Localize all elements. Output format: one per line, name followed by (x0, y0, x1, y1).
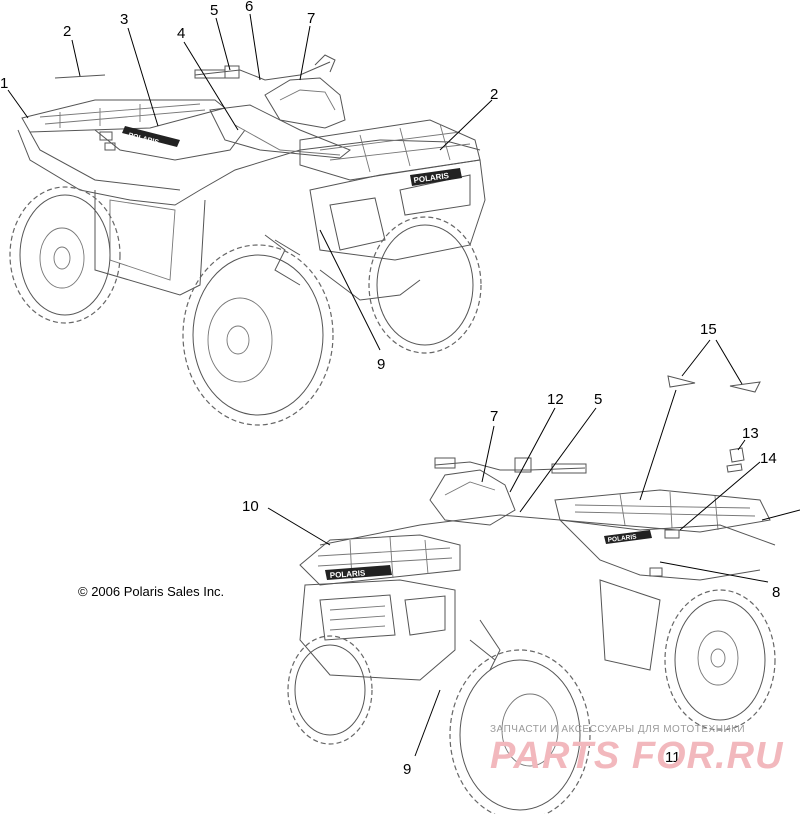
callout-1-top: 1 (0, 75, 8, 92)
callout-13: 13 (742, 425, 759, 442)
atv-bottom-illustration: POLARIS POLARIS (287, 375, 776, 819)
callout-7-bottom: 7 (490, 408, 498, 425)
callout-6-top: 6 (245, 0, 253, 15)
callout-12: 12 (547, 391, 564, 408)
callout-14: 14 (760, 450, 777, 467)
watermark: ЗАПЧАСТИ И АКСЕССУАРЫ ДЛЯ МОТОТЕХНИКИ PA… (490, 724, 784, 777)
callout-4-top: 4 (177, 25, 185, 42)
callout-2-top-left: 2 (63, 23, 71, 40)
callout-7-top: 7 (307, 10, 315, 27)
callout-8: 8 (772, 584, 780, 601)
callout-9-top: 9 (377, 356, 385, 373)
watermark-tagline: ЗАПЧАСТИ И АКСЕССУАРЫ ДЛЯ МОТОТЕХНИКИ (490, 724, 745, 735)
callout-15: 15 (700, 321, 717, 338)
watermark-brand: PARTS FOR.RU (490, 735, 784, 777)
callout-5-bottom: 5 (594, 391, 602, 408)
callout-10: 10 (242, 498, 259, 515)
callout-9-bottom: 9 (403, 761, 411, 778)
front-decal-text-bottom: POLARIS (330, 568, 367, 580)
callout-2-top-right: 2 (490, 86, 498, 103)
side-decal-text-bottom: POLARIS (607, 533, 637, 544)
callout-3-top: 3 (120, 11, 128, 28)
callout-5-top: 5 (210, 2, 218, 19)
copyright-text: © 2006 Polaris Sales Inc. (78, 584, 224, 599)
callout-11: 11 (665, 749, 681, 766)
atv-top-illustration: POLARIS POLARIS (9, 54, 486, 426)
leader-lines (7, 13, 800, 757)
callouts: 1 2 3 4 5 6 7 2 9 15 13 14 12 7 5 10 8 9… (0, 0, 780, 778)
